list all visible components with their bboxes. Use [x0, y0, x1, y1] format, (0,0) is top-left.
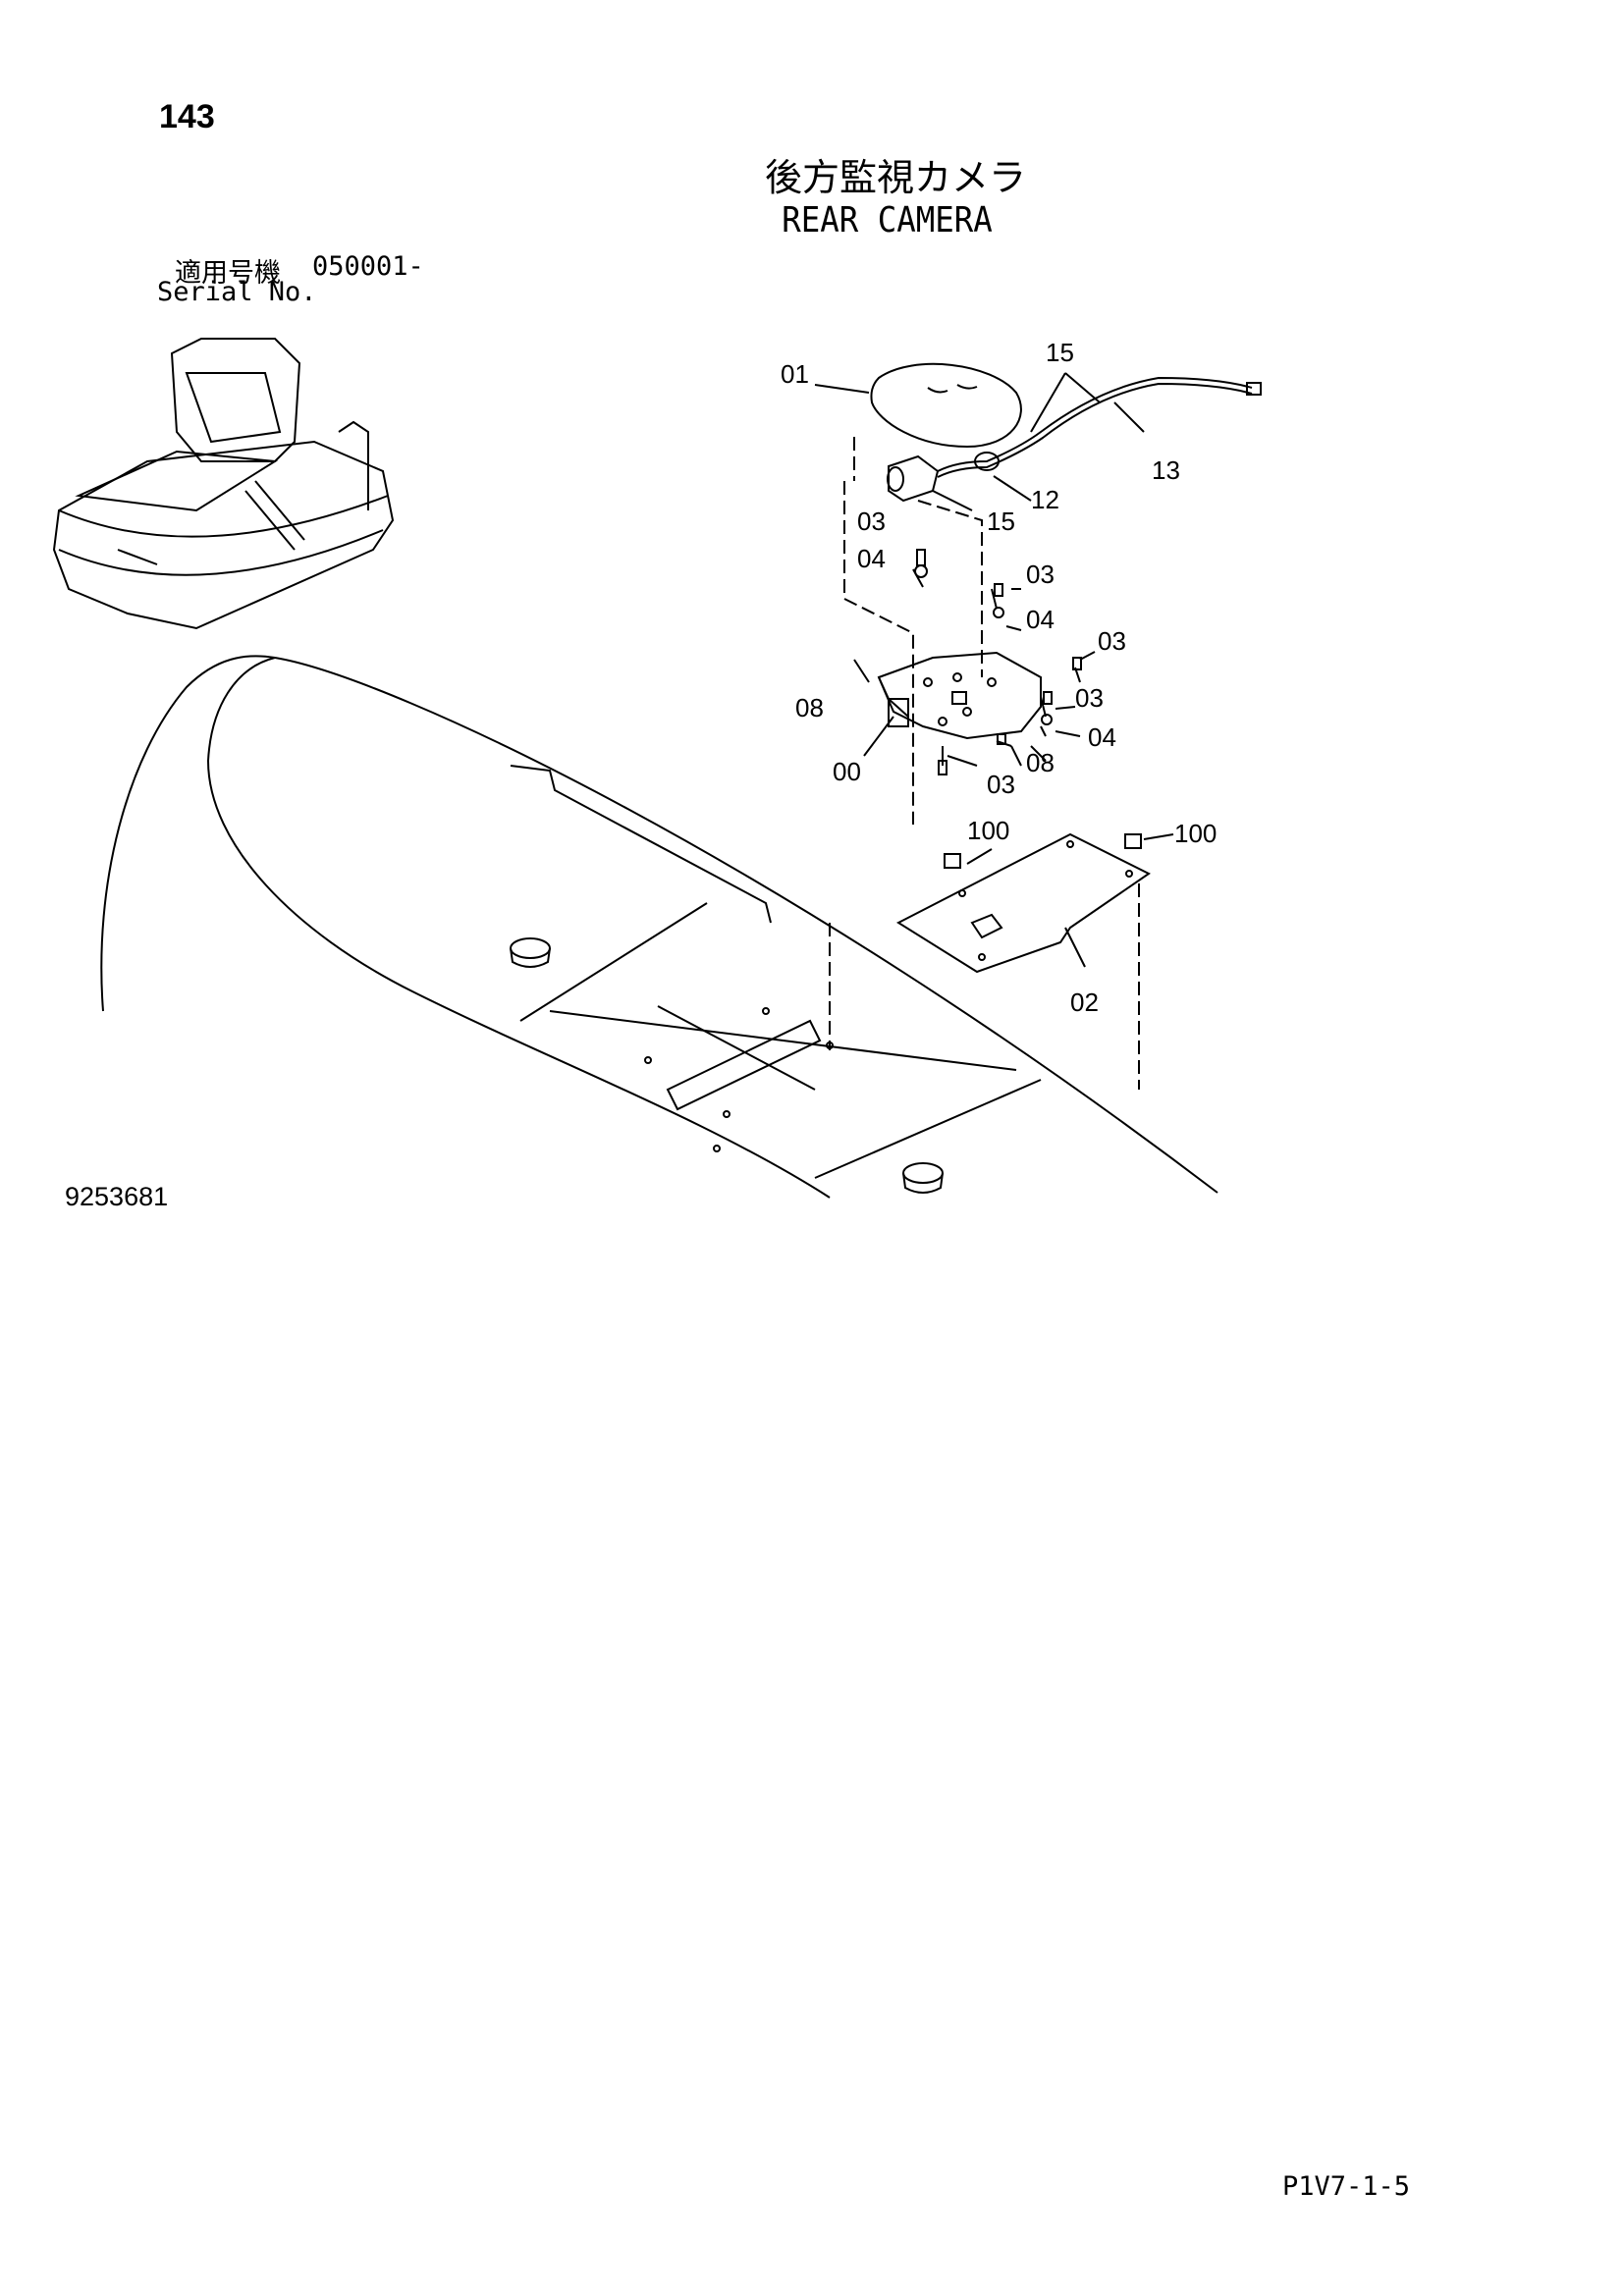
mounting-plate-part	[895, 832, 1174, 974]
camera-cover-part	[814, 362, 1022, 449]
page-code: P1V7-1-5	[1282, 2171, 1411, 2202]
callout-label: 15	[1046, 338, 1074, 367]
machine-overview-drawing	[52, 338, 395, 630]
figure-number: 9253681	[65, 1182, 169, 1211]
callout-label: 04	[1088, 722, 1116, 752]
counterweight-drawing	[100, 655, 1218, 1199]
page-title-english: REAR CAMERA	[782, 200, 993, 240]
callout-label: 04	[1026, 605, 1055, 634]
callout-label: 00	[833, 757, 861, 786]
callout-labels: 01 15 13 12 15 03 04 03 04 03 08 03 04 0…	[781, 338, 1217, 1017]
callout-label: 03	[1075, 683, 1104, 713]
callout-label: 03	[1026, 560, 1055, 589]
callout-label: 100	[1174, 819, 1217, 848]
callout-label: 03	[857, 507, 886, 536]
serial-number: 050001-	[312, 251, 424, 282]
serial-label-english: Serial No.	[157, 277, 317, 307]
callout-label: 100	[967, 816, 1009, 845]
callout-label: 08	[1026, 748, 1055, 777]
page-number: 143	[159, 98, 215, 135]
page-title-japanese: 後方監視カメラ	[764, 156, 1026, 199]
callout-label: 03	[1098, 626, 1126, 656]
callout-label: 13	[1152, 455, 1180, 485]
camera-bracket-part	[843, 437, 1082, 825]
callout-label: 08	[795, 693, 824, 722]
callout-label: 03	[987, 770, 1015, 799]
callout-label: 04	[857, 544, 886, 573]
serial-label-japanese: 適用号機	[175, 258, 281, 289]
callout-label: 02	[1070, 988, 1099, 1017]
callout-leader-lines	[863, 588, 1096, 767]
camera-cable-part	[887, 372, 1262, 511]
callout-label: 01	[781, 359, 809, 389]
callout-label: 15	[987, 507, 1015, 536]
callout-label: 12	[1031, 485, 1059, 514]
